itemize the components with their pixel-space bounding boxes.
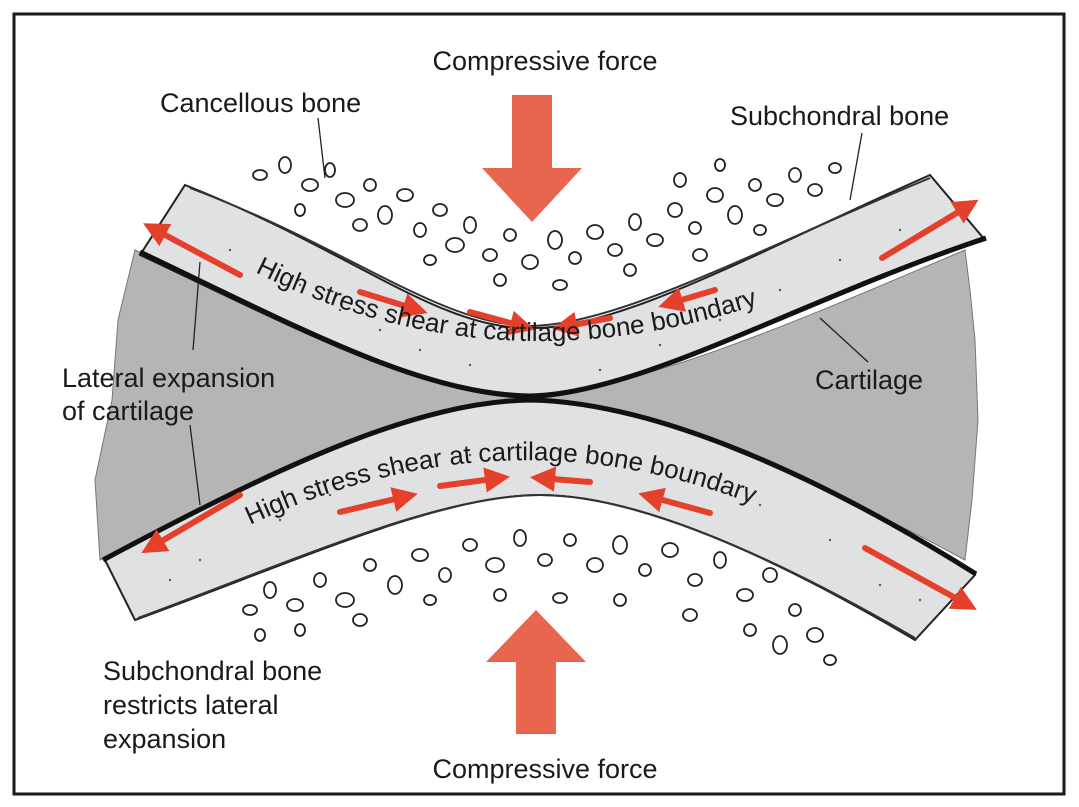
shear-arrow-bottom-1: [337, 487, 418, 515]
compressive-arrow-top: [482, 95, 582, 222]
label-lateral-expansion-1: Lateral expansion: [62, 363, 275, 393]
shear-arrow-bottom-2: [437, 467, 510, 493]
cartilage-stipple: [168, 228, 922, 602]
lateral-arrow-bottom-right: [862, 545, 977, 610]
lateral-arrow-top-left: [143, 223, 243, 278]
lateral-arrow-top-right: [879, 199, 979, 261]
shear-arrow-top-4: [658, 287, 718, 312]
bottom-boundary-line: [101, 397, 978, 577]
shear-arrow-bottom-3: [529, 466, 593, 492]
label-lateral-expansion-2: of cartilage: [62, 396, 194, 426]
label-cartilage: Cartilage: [815, 365, 923, 395]
leader-cancellous: [317, 117, 326, 179]
shear-arrow-top-2: [467, 309, 535, 336]
compressive-arrow-bottom: [486, 610, 586, 734]
label-restricts-3: expansion: [103, 724, 226, 754]
label-restricts-2: restricts lateral: [103, 690, 279, 720]
shear-arrow-bottom-4: [638, 487, 713, 516]
bottom-subchondral-edge: [137, 493, 916, 639]
leader-subchondral: [849, 132, 863, 201]
label-cancellous-bone: Cancellous bone: [160, 88, 361, 118]
label-compressive-top: Compressive force: [432, 46, 657, 76]
top-cancellous-pores: [252, 156, 842, 291]
leader-cartilage: [819, 317, 869, 363]
lateral-arrow-bottom-left: [141, 492, 243, 554]
shear-arrow-top-3: [552, 311, 613, 337]
shear-arrow-top-1: [357, 289, 428, 318]
leader-lateral-expansion: [192, 261, 201, 351]
leader-lateral-expansion-2: [189, 424, 201, 506]
bottom-cancellous-pores: [242, 529, 837, 666]
label-compressive-bottom: Compressive force: [432, 754, 657, 784]
label-restricts-1: Subchondral bone: [103, 656, 322, 686]
label-subchondral-bone: Subchondral bone: [730, 101, 949, 131]
top-boundary-line: [138, 235, 987, 399]
